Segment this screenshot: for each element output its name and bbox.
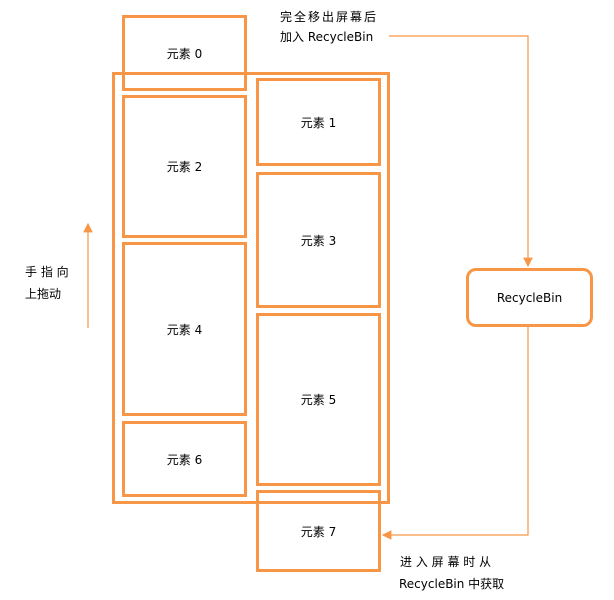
element-label: 元素 5 (300, 393, 337, 407)
element-3: 元素 3 (256, 172, 381, 308)
element-label: 元素 4 (166, 322, 203, 337)
screen-frame (112, 72, 390, 504)
top-note-line1: 完全移出屏幕后 (280, 10, 379, 24)
element-label: 元素 7 (300, 524, 337, 539)
bottom-note-line2: RecycleBin 中获取 (399, 577, 505, 591)
recyclebin-label: RecycleBin (496, 290, 563, 305)
arrow-from-recyclebin (381, 327, 529, 540)
top-note-line2: 加入 RecycleBin (280, 30, 374, 44)
element-4: 元素 4 (122, 242, 247, 416)
gesture-line2: 上拖动 (25, 287, 62, 301)
element-7: 元素 7 (256, 490, 381, 572)
element-label: 元素 0 (166, 46, 203, 61)
element-label: 元素 1 (300, 115, 337, 130)
recyclebin-box: RecycleBin (466, 268, 593, 327)
element-label: 元素 2 (166, 160, 203, 174)
element-0: 元素 0 (122, 15, 247, 91)
element-label: 元素 6 (166, 452, 203, 467)
element-6: 元素 6 (122, 421, 247, 497)
element-label: 元素 3 (300, 233, 337, 248)
arrow-to-recyclebin (389, 35, 533, 268)
element-5: 元素 5 (256, 313, 381, 486)
bottom-note-line1: 进 入 屏 幕 时 从 (400, 555, 492, 569)
gesture-line1: 手 指 向 (25, 265, 69, 279)
element-2: 元素 2 (122, 95, 247, 238)
element-1: 元素 1 (256, 78, 381, 166)
